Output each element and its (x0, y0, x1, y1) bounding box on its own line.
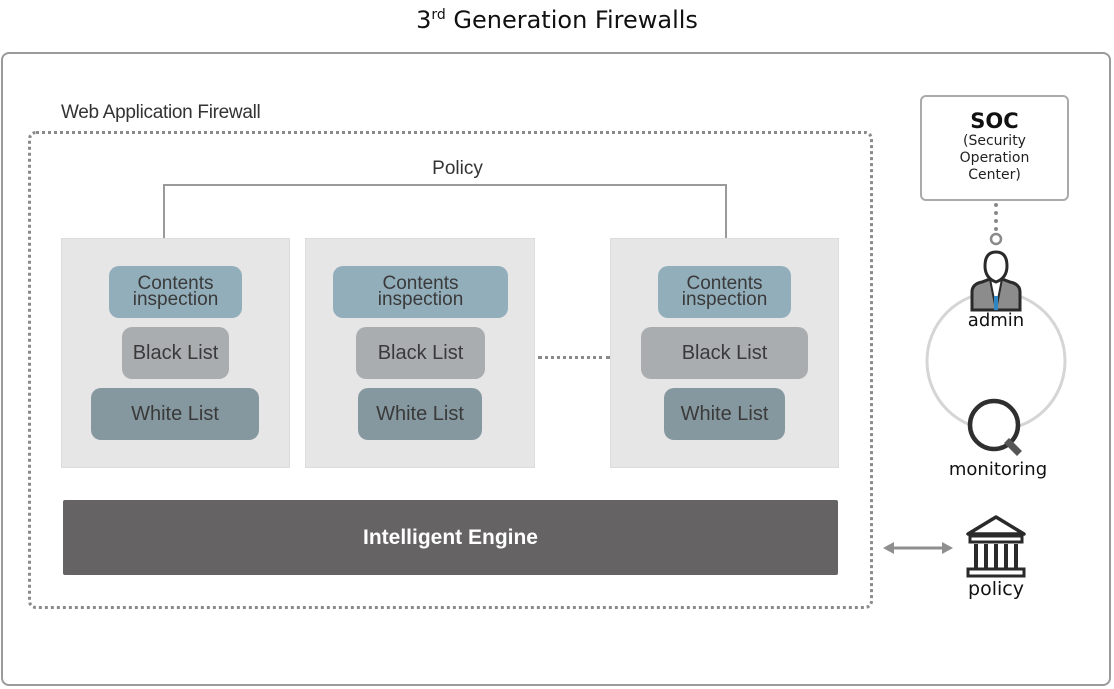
black-list-box: Black List (356, 327, 485, 379)
soc-subtitle-line: Operation (959, 150, 1030, 166)
ci-line-2: inspection (681, 289, 768, 310)
policy-icon-label: policy (968, 578, 1024, 600)
admin-label: admin (967, 310, 1025, 331)
admin-icon (970, 250, 1022, 312)
double-arrow-icon (883, 542, 953, 554)
more-modules-ellipsis (538, 356, 610, 359)
policy-connector-right (725, 184, 727, 238)
soc-admin-link (994, 203, 998, 231)
ci-line-1: Contents (686, 273, 763, 294)
policy-building-icon (966, 515, 1026, 578)
black-list-box: Black List (122, 327, 229, 379)
policy-connector-left (163, 184, 165, 238)
title-text: Generation Firewalls (445, 6, 698, 34)
white-list-box: White List (91, 388, 259, 440)
waf-label: Web Application Firewall (61, 102, 261, 123)
soc-title: SOC (970, 109, 1019, 133)
policy-connector-horizontal (163, 184, 726, 186)
ci-line-1: Contents (382, 273, 459, 294)
policy-label: Policy (432, 158, 483, 179)
monitoring-label: monitoring (948, 459, 1048, 480)
ci-line-2: inspection (132, 289, 219, 310)
ci-line-1: Contents (137, 273, 214, 294)
intelligent-engine: Intelligent Engine (63, 500, 838, 575)
ci-line-2: inspection (377, 289, 464, 310)
soc-subtitle-line: Center) (968, 167, 1021, 183)
page-title: 3rd Generation Firewalls (0, 6, 1114, 34)
black-list-box: Black List (641, 327, 808, 379)
diagram-frame (1, 52, 1111, 686)
title-superscript: rd (431, 7, 446, 23)
title-number: 3 (416, 6, 432, 34)
soc-box: SOC (Security Operation Center) (920, 95, 1069, 201)
waf-boundary (28, 131, 873, 609)
link-node-icon (989, 232, 1003, 246)
soc-subtitle: (Security Operation Center) (922, 133, 1067, 184)
white-list-box: White List (664, 388, 785, 440)
magnifier-icon (967, 398, 1022, 456)
soc-subtitle-line: (Security (963, 133, 1026, 149)
white-list-box: White List (358, 388, 482, 440)
